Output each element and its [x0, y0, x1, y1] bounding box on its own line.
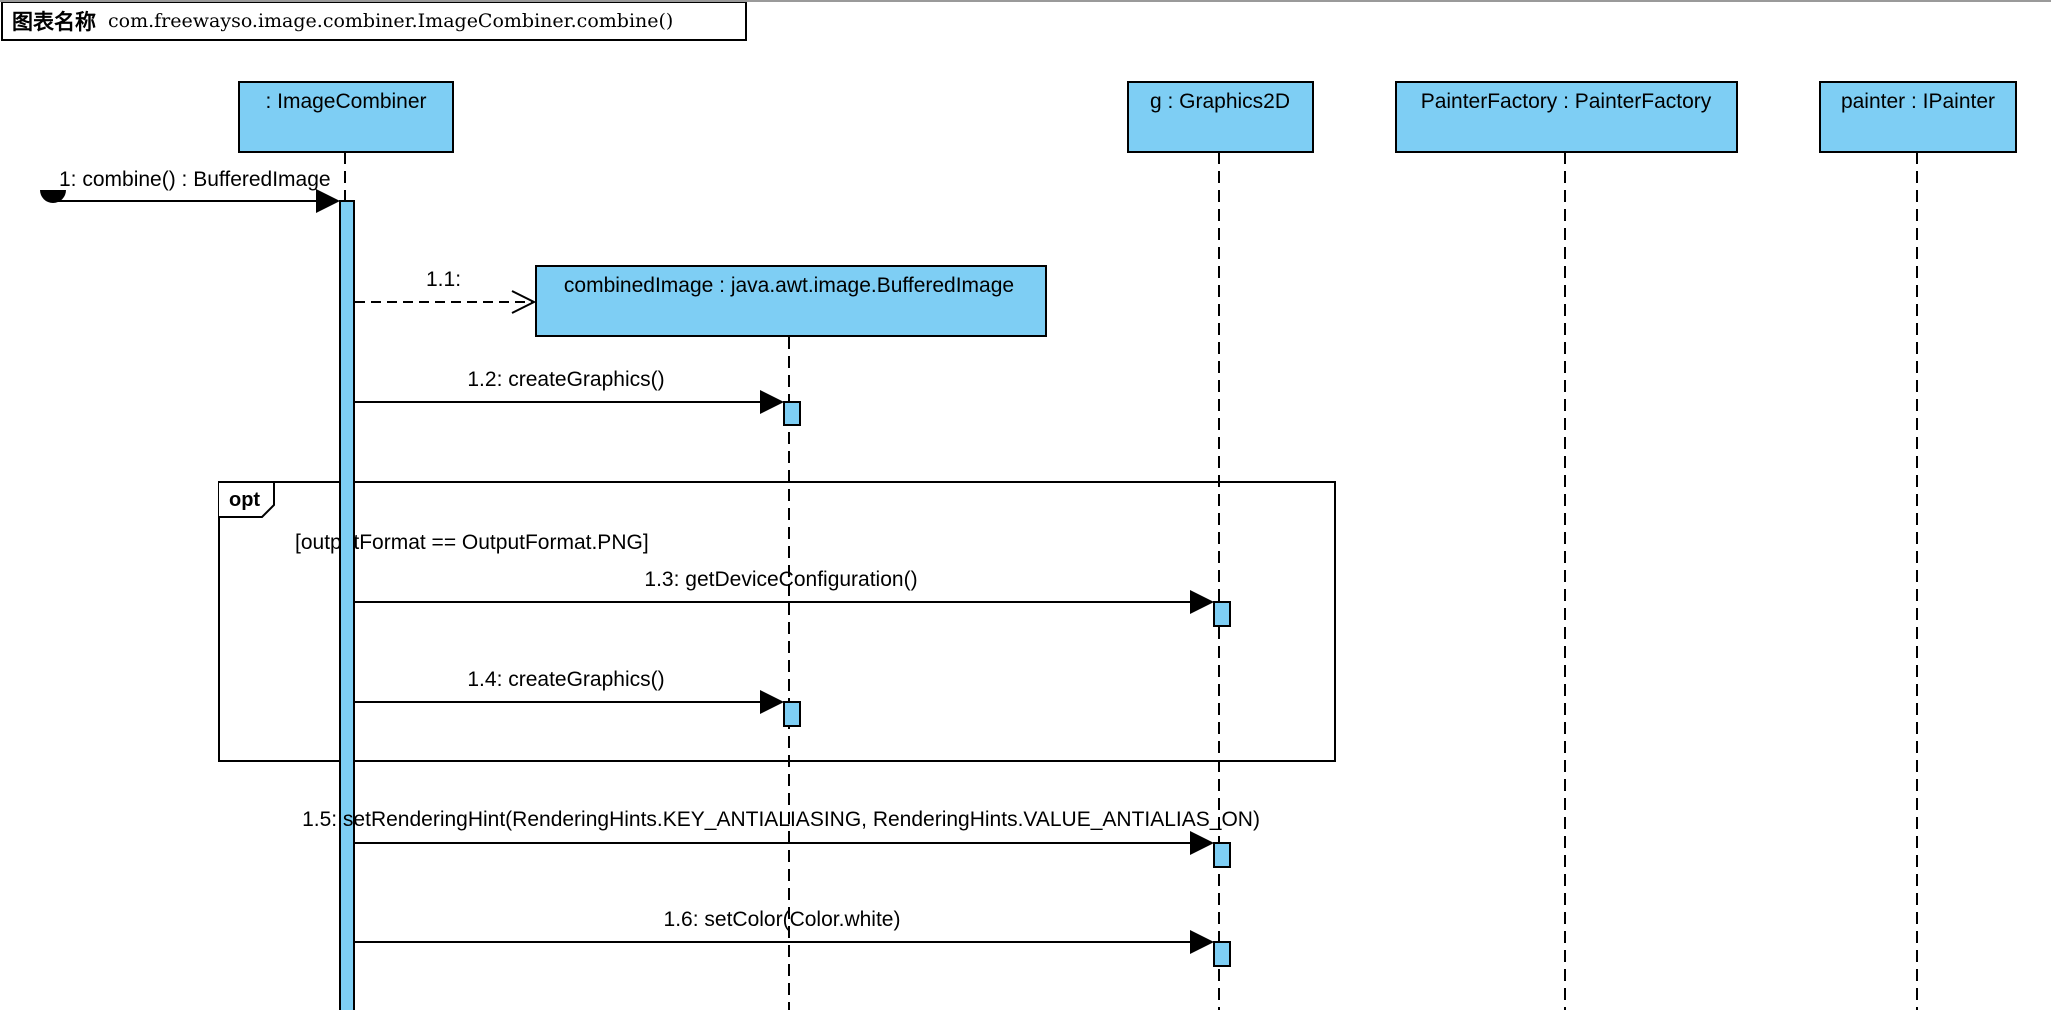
- opt-fragment-tag: [219, 481, 275, 518]
- lifeline-box-combined-image: [535, 265, 1047, 337]
- opt-guard: [outputFormat == OutputFormat.PNG]: [295, 531, 649, 554]
- message-1-label: 1: combine() : BufferedImage: [59, 168, 331, 191]
- activation-combined-image-1: [783, 401, 801, 426]
- message-1-5-arrow: [1190, 831, 1214, 855]
- opt-fragment: [218, 481, 1336, 762]
- message-1-4-arrow: [760, 690, 784, 714]
- diagram-title-value: com.freewayso.image.combiner.ImageCombin…: [108, 10, 674, 32]
- message-1-5-label: 1.5: setRenderingHint(RenderingHints.KEY…: [302, 808, 1260, 831]
- activation-image-combiner: [339, 200, 355, 1010]
- opt-operator: opt: [229, 489, 260, 511]
- lifeline-label-graphics: g : Graphics2D: [1150, 90, 1290, 113]
- message-1-6-arrow: [1190, 930, 1214, 954]
- message-1-1-arrow: [511, 290, 537, 314]
- activation-combined-image-2: [783, 701, 801, 727]
- lifeline-box-image-combiner: [238, 81, 454, 153]
- lifeline-box-graphics: [1127, 81, 1314, 153]
- message-1-6-label: 1.6: setColor(Color.white): [664, 908, 901, 931]
- activation-graphics-3: [1213, 941, 1231, 967]
- message-1-4-label: 1.4: createGraphics(): [467, 668, 664, 691]
- message-1-1-label: 1.1:: [426, 268, 461, 291]
- lifeline-label-image-combiner: : ImageCombiner: [265, 90, 426, 113]
- message-1-2-label: 1.2: createGraphics(): [467, 368, 664, 391]
- activation-graphics-1: [1213, 601, 1231, 627]
- found-message-dot: [40, 190, 66, 203]
- message-1-3-arrow: [1190, 590, 1214, 614]
- lifeline-label-combined-image: combinedImage : java.awt.image.BufferedI…: [564, 274, 1014, 297]
- message-1-2-arrow: [760, 390, 784, 414]
- message-1-3-label: 1.3: getDeviceConfiguration(): [644, 568, 917, 591]
- lifeline-box-painter: [1819, 81, 2017, 153]
- message-1-arrow: [316, 189, 340, 213]
- lifeline-label-painter: painter : IPainter: [1841, 90, 1995, 113]
- activation-graphics-2: [1213, 842, 1231, 868]
- lifeline-label-painter-factory: PainterFactory : PainterFactory: [1421, 90, 1712, 113]
- lifeline-box-painter-factory: [1395, 81, 1738, 153]
- diagram-title-label: 图表名称: [12, 10, 96, 34]
